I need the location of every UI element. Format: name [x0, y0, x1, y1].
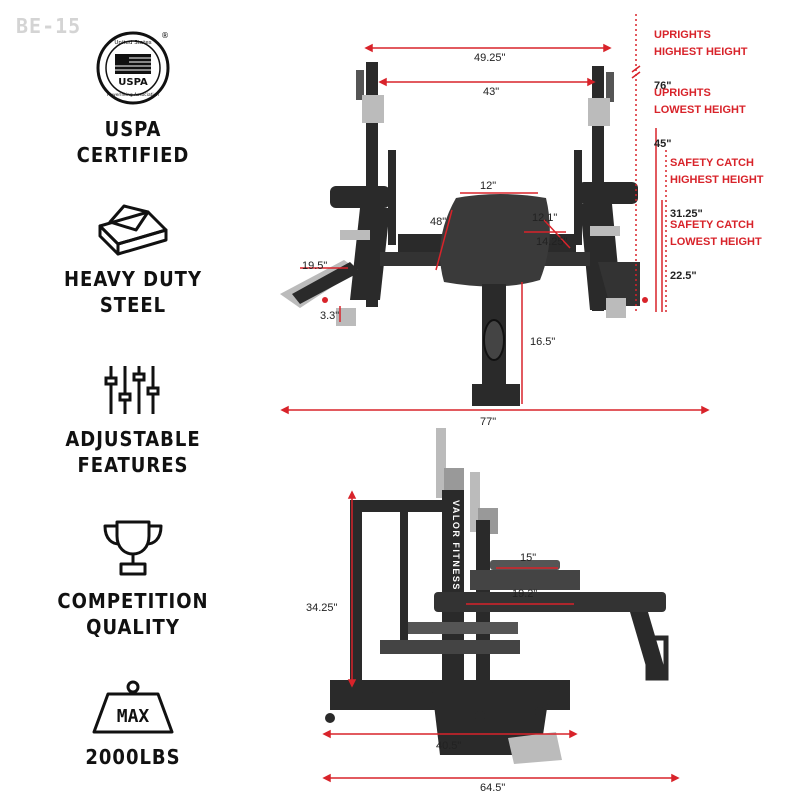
dim-spotter-width: 12.1"	[532, 212, 558, 224]
label-uprights-highest-title: UPRIGHTS HIGHEST HEIGHT	[654, 29, 748, 58]
label-safety-lowest: SAFETY CATCH LOWEST HEIGHT 22.5"	[670, 200, 762, 285]
feature-adjustable: ADJUSTABLE FEATURES	[60, 364, 206, 478]
uspa-top-text: United States	[114, 40, 151, 46]
label-uprights-highest-value: 76"	[654, 80, 672, 92]
weight-max-text: MAX	[117, 706, 150, 727]
dim-foot-height: 3.3"	[320, 310, 340, 322]
weight-max-icon: MAX	[92, 680, 174, 734]
feature-label-steel: HEAVY DUTY STEEL	[64, 267, 202, 317]
front-rack	[280, 62, 648, 406]
dim-pad-width: 15"	[520, 552, 537, 564]
trophy-icon	[103, 520, 163, 576]
dim-bench-height: 16.5"	[530, 336, 556, 348]
label-safety-highest-value: 31.25"	[670, 208, 703, 220]
label-safety-highest-title: SAFETY CATCH HIGHEST HEIGHT	[670, 157, 764, 186]
dim-overall-depth: 64.5"	[480, 782, 506, 794]
uspa-bottom-text: Powerlifting Association	[107, 92, 159, 98]
feature-label-max-weight: 2000LBS	[85, 745, 181, 769]
feature-max-weight: MAX 2000LBS	[60, 680, 206, 770]
feature-label-uspa: USPA CERTIFIED	[76, 117, 190, 167]
label-uprights-lowest-value: 45"	[654, 138, 672, 150]
dim-total-length: 77"	[480, 416, 497, 428]
label-safety-lowest-title: SAFETY CATCH LOWEST HEIGHT	[670, 219, 762, 248]
brand-text: VALOR FITNESS	[451, 500, 461, 591]
side-rack	[325, 428, 669, 764]
model-code: BE-15	[16, 14, 82, 38]
dim-bench-pad-length: 48"	[430, 216, 447, 228]
dim-inner-width: 43"	[483, 86, 500, 98]
dim-base-depth: 40.5"	[436, 740, 462, 752]
uspa-seal-icon: USPA United States Powerlifting Associat…	[96, 31, 170, 105]
label-safety-highest: SAFETY CATCH HIGHEST HEIGHT 31.25"	[670, 138, 764, 223]
dim-spotter-depth: 14.25"	[536, 236, 568, 248]
feature-label-competition: COMPETITION QUALITY	[57, 589, 209, 639]
steel-ingot-icon	[98, 204, 168, 256]
label-uprights-lowest-title: UPRIGHTS LOWEST HEIGHT	[654, 87, 746, 116]
adjustable-sliders-icon	[104, 366, 160, 414]
feature-uspa: USPA United States Powerlifting Associat…	[60, 30, 206, 168]
dim-bench-pad-width: 12"	[480, 180, 497, 192]
dim-platform-width: 19.2"	[512, 588, 538, 600]
dim-outer-width: 49.25"	[474, 52, 506, 64]
feature-competition: COMPETITION QUALITY	[57, 518, 209, 640]
label-safety-lowest-value: 22.5"	[670, 270, 697, 282]
feature-label-adjustable: ADJUSTABLE FEATURES	[65, 427, 201, 477]
label-uprights-highest: UPRIGHTS HIGHEST HEIGHT 76"	[654, 10, 748, 95]
uspa-center-text: USPA	[118, 77, 148, 88]
label-uprights-lowest: UPRIGHTS LOWEST HEIGHT 45"	[654, 68, 746, 153]
feature-steel: HEAVY DUTY STEEL	[60, 200, 206, 318]
dim-foot-depth: 19.5"	[302, 260, 328, 272]
registered-mark: ®	[161, 31, 169, 40]
dim-rack-height: 34.25"	[306, 602, 338, 614]
